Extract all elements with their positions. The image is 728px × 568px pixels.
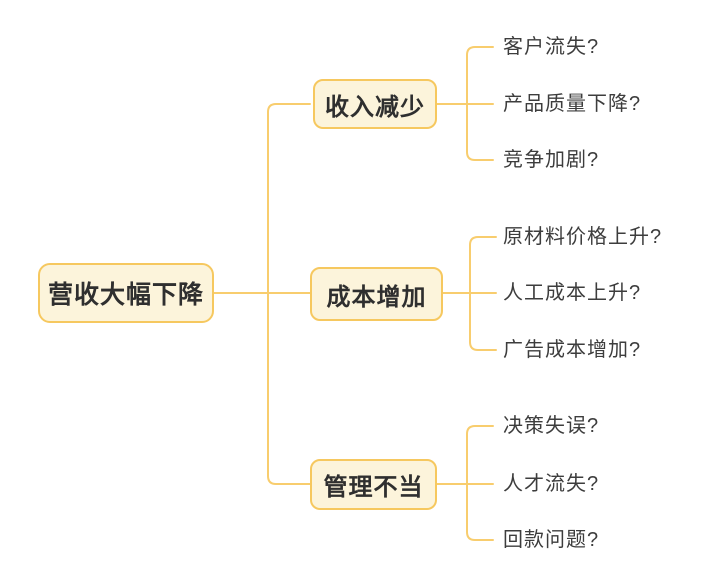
leaf-node-decision-mistakes[interactable]: 决策失误? [503, 415, 600, 437]
connector-root-to-income [267, 103, 311, 294]
connector-income-leaf-bottom [466, 103, 494, 161]
leaf-node-product-quality-decline[interactable]: 产品质量下降? [503, 93, 642, 115]
connector-cost-leaf-top [469, 236, 497, 294]
connector-income-leaf-top [466, 46, 494, 105]
leaf-node-labor-cost-rise[interactable]: 人工成本上升? [503, 282, 642, 304]
connector-management-leaf-bottom [466, 483, 494, 541]
branch-node-income-decrease[interactable]: 收入减少 [313, 79, 437, 129]
leaf-node-raw-material-price-rise[interactable]: 原材料价格上升? [503, 226, 663, 248]
branch-node-cost-increase[interactable]: 成本增加 [310, 267, 443, 321]
leaf-node-talent-loss[interactable]: 人才流失? [503, 473, 600, 495]
connector-management-leaf-top [466, 425, 494, 485]
leaf-node-competition-intensified[interactable]: 竞争加剧? [503, 149, 600, 171]
leaf-node-payment-collection-issues[interactable]: 回款问题? [503, 529, 600, 551]
branch-node-mismanagement[interactable]: 管理不当 [310, 459, 437, 510]
leaf-node-ad-cost-increase[interactable]: 广告成本增加? [503, 339, 642, 361]
leaf-node-customer-churn[interactable]: 客户流失? [503, 36, 600, 58]
connector-cost-leaf-bottom [469, 292, 497, 351]
connector-root-to-management [267, 292, 311, 485]
root-node[interactable]: 营收大幅下降 [38, 263, 214, 323]
